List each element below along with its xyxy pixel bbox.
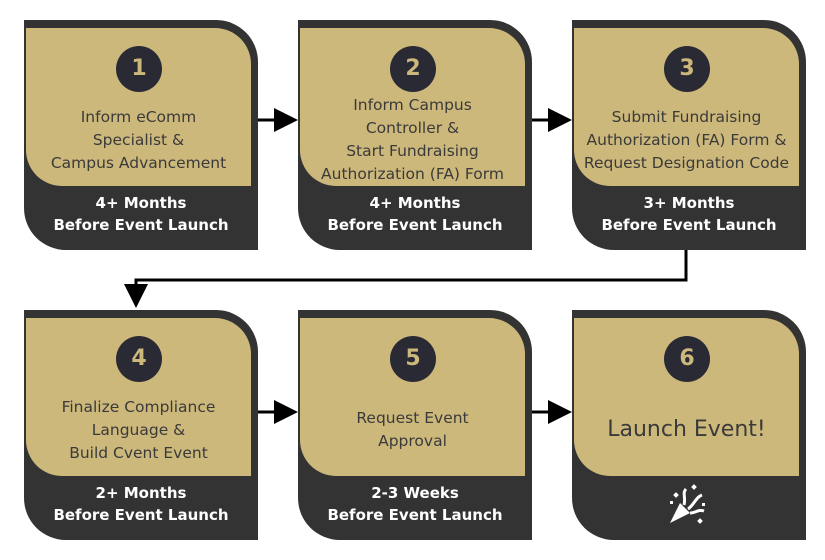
step-timing-line: Before Event Launch [601,216,777,234]
step-number-badge: 2 [390,46,436,92]
step-number-badge: 3 [664,46,710,92]
step-number-badge: 6 [664,336,710,382]
step-title-line: Specialist & [92,130,185,149]
step-timing-line: Before Event Launch [53,216,229,234]
step-timing-line: Before Event Launch [53,506,229,524]
step-title-line: Inform Campus [353,96,472,114]
step-title-line: Authorization (FA) Form & [586,130,787,149]
step-timing-line: Before Event Launch [327,216,503,234]
step-title-line: Inform eComm [80,107,197,126]
step-title-line: Controller & [365,119,460,137]
step-title-line: Approval [378,432,447,450]
step-title-line: Campus Advancement [50,153,227,172]
step-title-line: Request Event [356,409,469,427]
step-title-line: Submit Fundraising [611,107,762,126]
step-timing-line: 4+ Months [369,194,461,212]
step-title-line: Build Cvent Event [69,443,208,462]
step-title-line: Language & [91,420,186,439]
party-popper-icon [670,484,705,524]
step-title-line: Authorization (FA) Form [321,165,504,183]
step-timing-line: 2-3 Weeks [371,484,459,502]
step-title-line: Start Fundraising [346,142,479,160]
step-timing-line: 2+ Months [95,484,187,502]
step-title-line: Finalize Compliance [61,397,216,416]
step-title-line: Request Designation Code [583,153,790,172]
step-timing-line: 3+ Months [643,194,735,212]
step-timing-line: Before Event Launch [327,506,503,524]
step-number-badge: 4 [116,336,162,382]
step-title: Launch Event! [578,390,795,470]
step-number-badge: 1 [116,46,162,92]
step-timing-line: 4+ Months [95,194,187,212]
step-title-line: Launch Event! [607,417,766,442]
arrow-3-4 [124,250,688,308]
step-number-badge: 5 [390,336,436,382]
